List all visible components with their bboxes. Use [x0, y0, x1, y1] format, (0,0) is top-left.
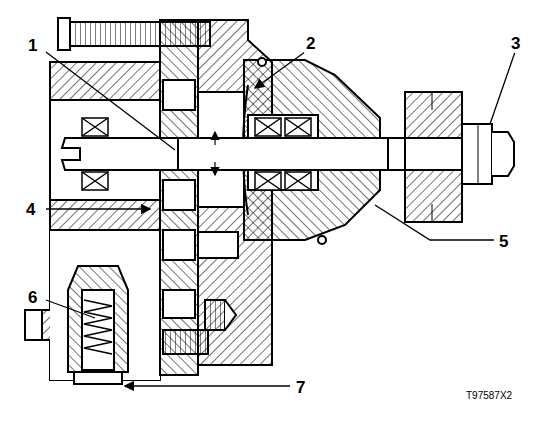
callout-number: 4	[24, 200, 37, 219]
callout-number: 3	[509, 34, 522, 53]
callout-number: 7	[294, 378, 307, 397]
callout-number: 2	[304, 34, 317, 53]
callout-number: 5	[497, 232, 510, 251]
callout-number: 6	[26, 288, 39, 307]
callout-number: 1	[26, 36, 39, 55]
figure-code: T97587X2	[464, 390, 514, 402]
